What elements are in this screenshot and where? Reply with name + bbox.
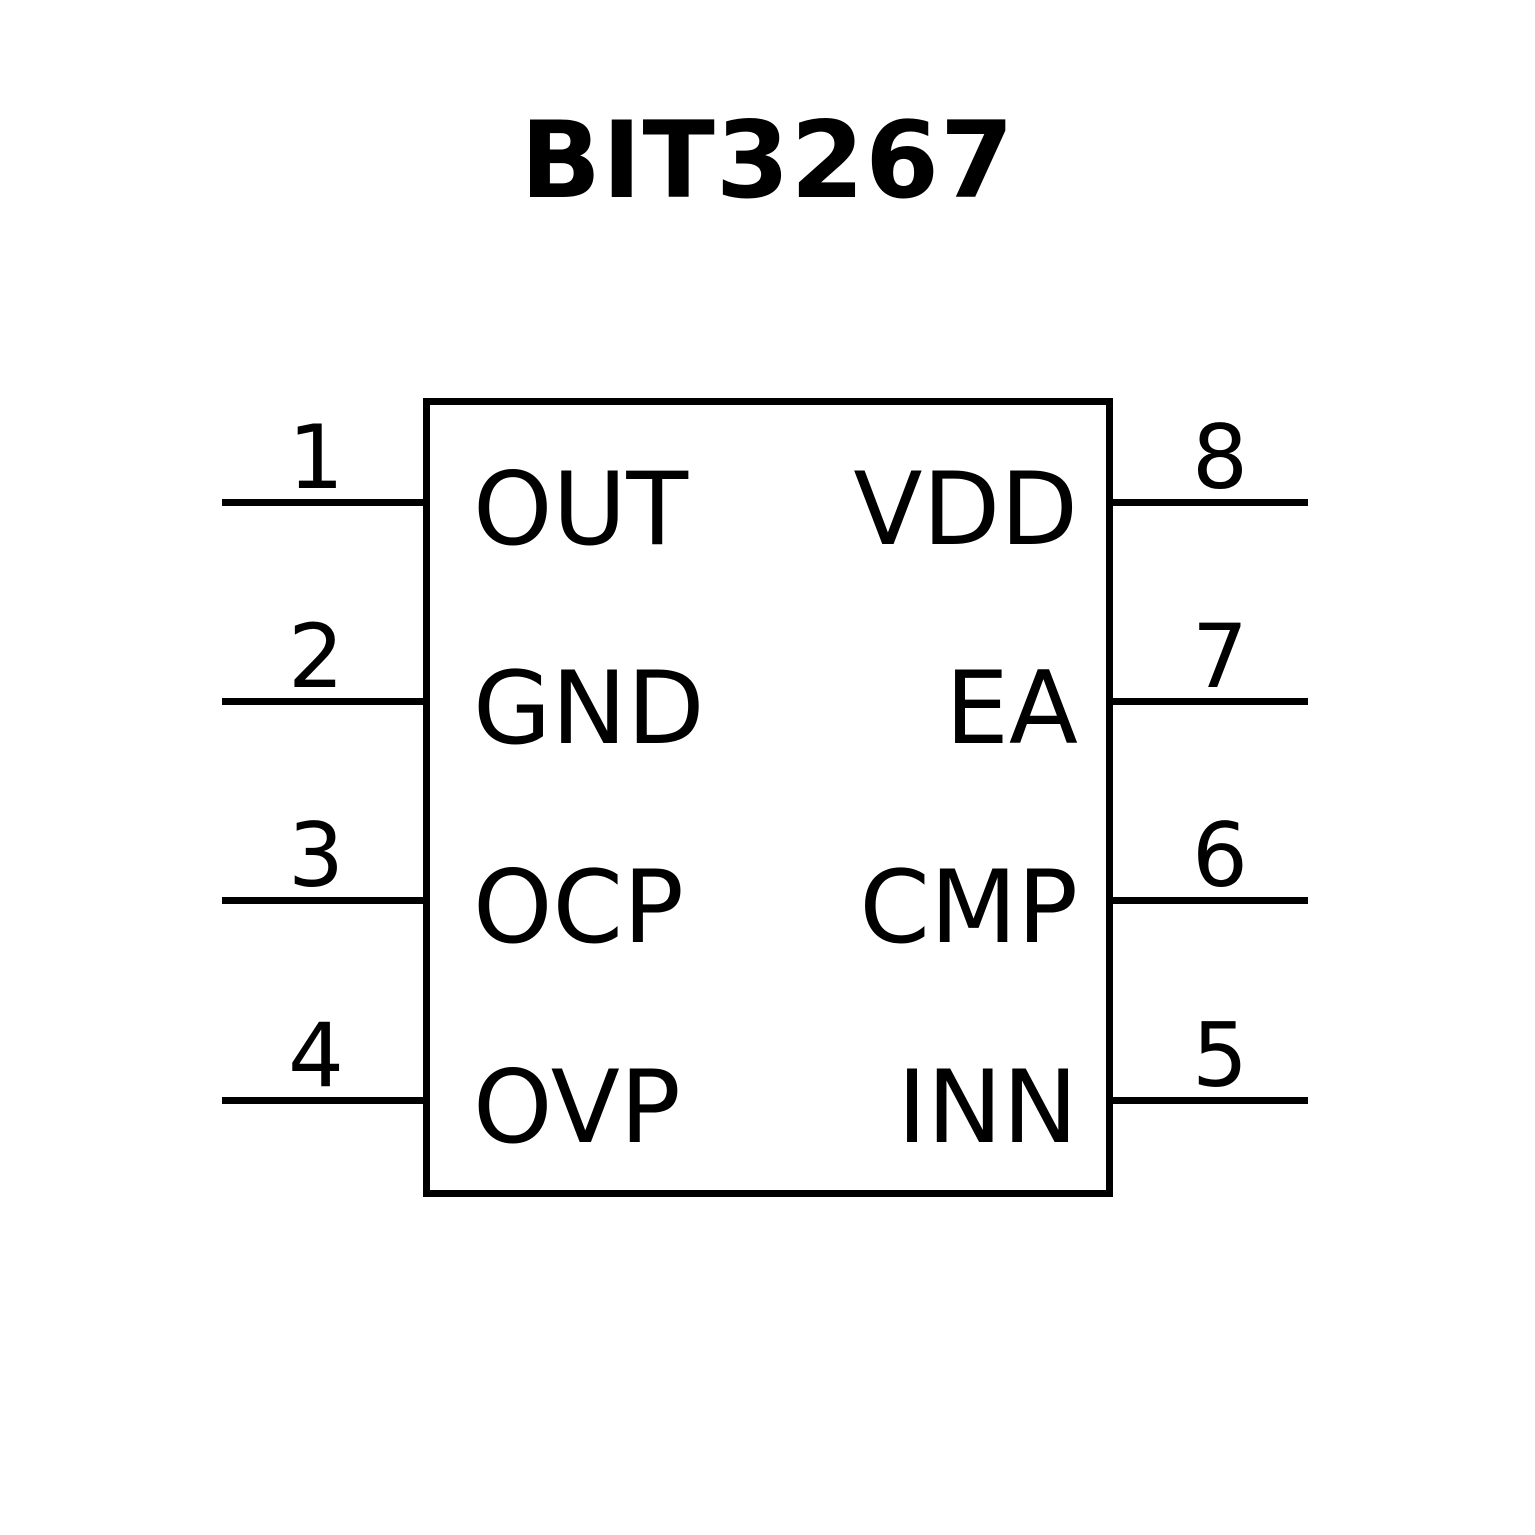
pin-lead-8 [1109, 499, 1308, 506]
pin-number-1: 1 [288, 406, 344, 509]
pin-lead-3 [222, 897, 427, 904]
pin-number-4: 4 [288, 1004, 344, 1107]
page-title: BIT3267 [520, 99, 1015, 222]
pin-label-ocp: OCP [473, 848, 684, 966]
pin-lead-5 [1109, 1097, 1308, 1104]
pin-label-ovp: OVP [473, 1048, 681, 1166]
pin-lead-4 [222, 1097, 427, 1104]
pin-number-3: 3 [288, 804, 344, 907]
pin-lead-6 [1109, 897, 1308, 904]
pin-label-cmp: CMP [859, 848, 1078, 966]
pin-label-ea: EA [945, 649, 1078, 767]
pin-number-6: 6 [1192, 804, 1248, 907]
pin-number-2: 2 [288, 605, 344, 708]
chip-body-outline [423, 398, 1113, 1197]
pin-label-out: OUT [473, 450, 689, 568]
pin-number-8: 8 [1192, 406, 1248, 509]
pin-lead-7 [1109, 698, 1308, 705]
pin-label-vdd: VDD [853, 450, 1078, 568]
pin-number-5: 5 [1192, 1004, 1248, 1107]
pin-number-7: 7 [1192, 605, 1248, 708]
pin-lead-1 [222, 499, 427, 506]
pin-label-gnd: GND [473, 649, 705, 767]
pin-label-inn: INN [897, 1048, 1078, 1166]
pin-lead-2 [222, 698, 427, 705]
